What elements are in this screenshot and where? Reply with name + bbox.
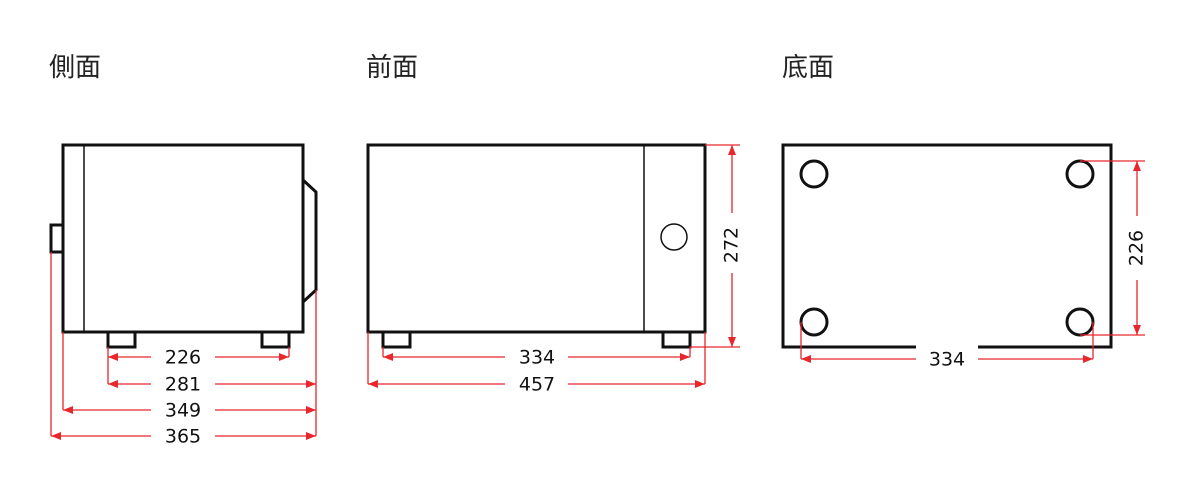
dim-front-334: 334 [383,347,690,369]
svg-text:281: 281 [165,374,201,396]
front-foot-right [661,330,692,349]
side-handle [49,223,65,254]
side-body [61,143,305,334]
dim-bottom-334: 334 [801,349,1093,371]
dim-side-349: 349 [63,400,316,422]
front-foot-left [381,330,412,349]
side-rear-bump [301,178,318,304]
side-foot-front [106,330,137,349]
svg-text:226: 226 [165,347,201,369]
bottom-foot [1065,159,1095,189]
bottom-view: 底面 334 226 [781,53,1148,371]
dim-front-457: 457 [368,374,705,396]
bottom-foot [799,159,829,189]
svg-text:365: 365 [165,426,201,448]
svg-text:272: 272 [721,227,743,263]
svg-text:226: 226 [1126,230,1148,266]
svg-text:457: 457 [519,374,555,396]
dim-side-226: 226 [108,347,289,369]
dim-side-281: 281 [108,374,316,396]
side-view: 側面 226 281 349 365 [49,53,318,448]
dim-bottom-226: 226 [1126,161,1148,335]
side-foot-rear [260,330,291,349]
front-body [366,143,707,334]
side-view-title: 側面 [49,53,101,83]
front-view-title: 前面 [366,53,418,83]
bottom-foot [1065,307,1095,337]
front-view: 前面 334 457 272 [366,53,743,396]
dim-side-365: 365 [51,426,316,448]
svg-text:334: 334 [929,349,965,371]
svg-text:334: 334 [519,347,555,369]
bottom-foot [799,307,829,337]
bottom-body [781,143,1113,349]
front-dial-knob [660,223,688,251]
bottom-view-title: 底面 [782,53,834,83]
svg-text:349: 349 [165,400,201,422]
dim-front-272: 272 [721,145,743,347]
